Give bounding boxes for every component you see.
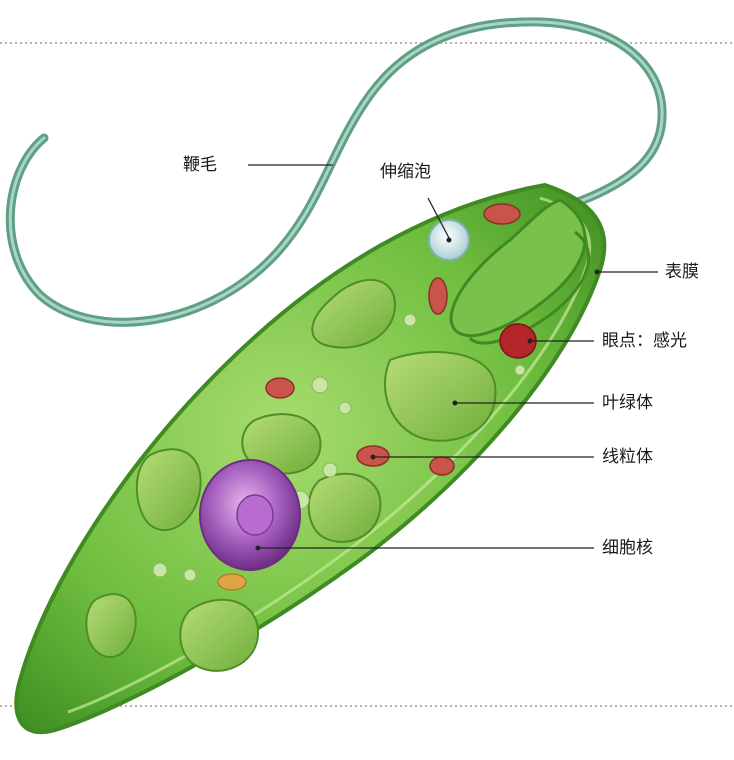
label-flagellum: 鞭毛: [183, 155, 217, 175]
label-nucleus: 细胞核: [602, 538, 653, 558]
mitochondrion: [266, 378, 294, 398]
mitochondrion: [429, 278, 447, 314]
mitochondrion: [430, 457, 454, 475]
label-eyespot: 眼点：感光: [602, 331, 687, 351]
label-chloroplast: 叶绿体: [602, 393, 653, 413]
mitochondrion: [484, 204, 520, 224]
label-contractile-vacuole: 伸缩泡: [380, 162, 431, 182]
chloroplast: [86, 594, 135, 657]
chloroplast: [180, 600, 258, 671]
chloroplast: [309, 474, 381, 542]
label-mitochondria: 线粒体: [602, 447, 653, 467]
label-membrane: 表膜: [665, 262, 699, 282]
